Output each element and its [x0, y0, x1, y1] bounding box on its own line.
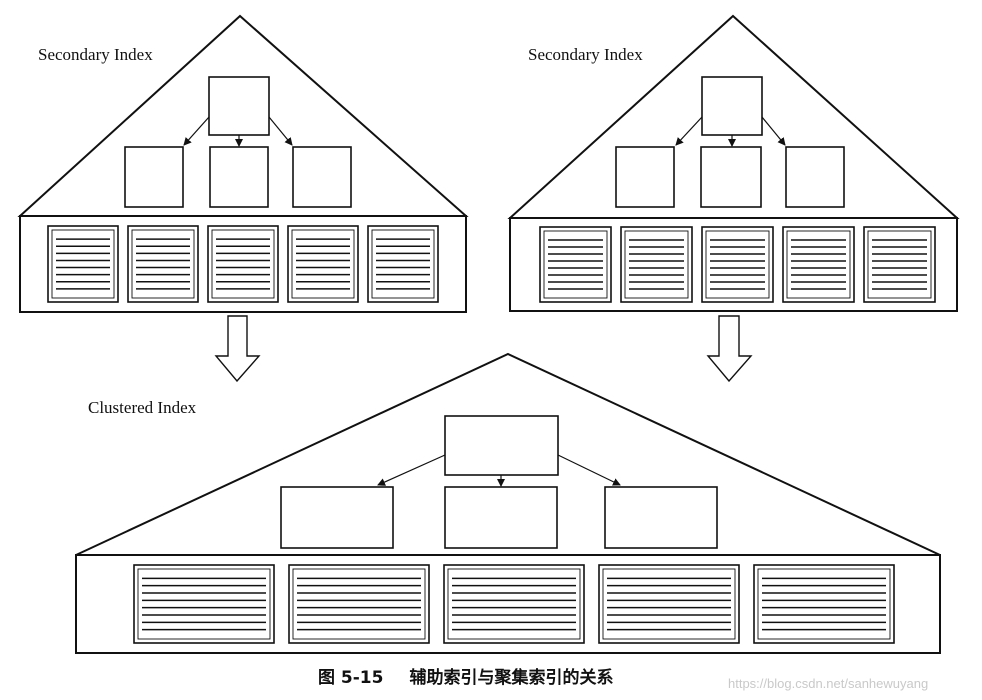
data-page [782, 226, 855, 303]
secondary-index-left-label: Secondary Index [38, 45, 153, 64]
data-page [863, 226, 936, 303]
data-page [753, 564, 895, 644]
pointer-arrow [377, 454, 446, 486]
watermark-url: https://blog.csdn.net/sanhewuyang [728, 676, 929, 691]
figure-number: 图 5-15 [318, 668, 384, 688]
data-page [127, 225, 199, 303]
data-page [47, 225, 119, 303]
leaf-level-band [509, 217, 958, 312]
data-page [701, 226, 774, 303]
data-page [539, 226, 612, 303]
child-node [604, 486, 718, 549]
pointer-arrow [675, 116, 703, 146]
secondary-index-left-tree [17, 14, 469, 313]
child-node [124, 146, 184, 208]
leaf-pages [47, 225, 439, 303]
data-page [367, 225, 439, 303]
figure-caption: 图 5-15 辅助索引与聚集索引的关系 [318, 663, 613, 688]
child-node [700, 146, 762, 208]
data-page [620, 226, 693, 303]
data-page [207, 225, 279, 303]
pointer-arrow [183, 116, 210, 146]
leaf-pages [539, 226, 936, 303]
leaf-pages [133, 564, 895, 644]
clustered-index-label: Clustered Index [88, 398, 197, 417]
pointer-arrow [761, 116, 786, 146]
child-node [292, 146, 352, 208]
down-block-arrow [214, 315, 261, 383]
data-page [133, 564, 275, 644]
leaf-level-band [19, 215, 467, 313]
data-page [598, 564, 740, 644]
secondary-index-right-tree [507, 14, 960, 312]
data-page [288, 564, 430, 644]
leaf-level-band [75, 554, 941, 654]
secondary-index-right-label: Secondary Index [528, 45, 643, 64]
data-page [443, 564, 585, 644]
child-node [444, 486, 558, 549]
clustered-index-tree [75, 352, 941, 654]
root-node [444, 415, 559, 476]
pointer-arrow [557, 454, 621, 486]
data-page [287, 225, 359, 303]
pointer-arrow [268, 116, 293, 146]
child-node [785, 146, 845, 208]
figure-title: 辅助索引与聚集索引的关系 [409, 668, 614, 688]
child-node [615, 146, 675, 208]
root-node [208, 76, 270, 136]
child-node [280, 486, 394, 549]
child-node [209, 146, 269, 208]
root-node [701, 76, 763, 136]
down-block-arrow [706, 315, 753, 383]
